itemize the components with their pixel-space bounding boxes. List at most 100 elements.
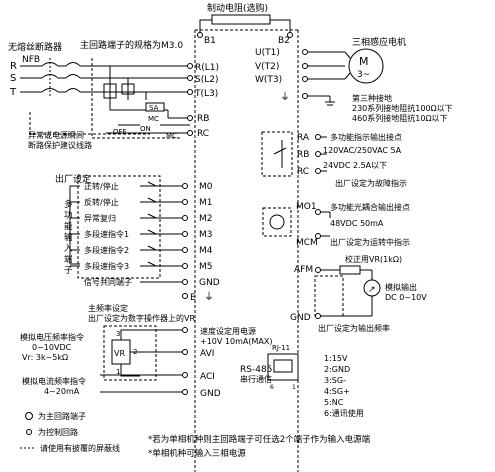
legend: 为主回路端子 为控制回路 请使用有披覆的屏蔽线 — [20, 411, 120, 453]
vr-box-label: VR — [114, 349, 125, 358]
label-off: OFF — [113, 128, 127, 136]
meter-needle-icon: ↗ — [368, 285, 376, 295]
di-terminal — [182, 231, 188, 237]
multi-func-char: 能 — [64, 221, 73, 232]
photo-coupler-symbol — [269, 214, 285, 230]
terminal-b2 — [287, 32, 293, 38]
afm-vr-label: 校正用VR(1kΩ) — [345, 254, 402, 264]
di-switch — [147, 197, 157, 203]
di-name: 正转/停止 — [84, 181, 119, 191]
analog-current-input: 模拟电流频率指令 4~20mA ACI GND — [22, 372, 221, 399]
label-avi: AVI — [200, 349, 214, 359]
analog-v-title: 模拟电压频率指令 — [20, 332, 84, 342]
analog-i-range: 4~20mA — [44, 387, 80, 396]
multi-func-char: 多 — [64, 199, 73, 210]
di-switch — [147, 181, 157, 187]
analog-v-spec-2: +10V 10mA(MAX) — [200, 337, 272, 346]
freq-line-2: 出厂设定为数字操作器上的VR — [88, 313, 195, 323]
breaker-section: 无熔丝断路器 NFB R S T 主回路端子的规格为M3.0 — [8, 39, 190, 98]
mains-r: R — [10, 61, 17, 72]
di-name: 多段速指令2 — [84, 245, 129, 255]
terminal-e — [182, 293, 188, 299]
di-terminal — [182, 247, 188, 253]
terminal-pos10v — [182, 327, 188, 333]
protection-label-1: 异常或电源瞬间 — [28, 130, 84, 140]
terminal-r-l1 — [187, 63, 193, 69]
rj11-jack — [267, 353, 299, 381]
terminal-w — [302, 76, 308, 82]
label-u: U(T1) — [255, 48, 280, 58]
terminal-rc — [315, 168, 321, 174]
terminal-ra — [315, 134, 321, 140]
rj11-pin-left: 6 — [270, 384, 274, 391]
ground-symbol-out: ⏚ — [280, 91, 290, 103]
rs485-port: RJ-11 6 1 RS-485 串行通信 1:15V2:GND3:SG-4:S… — [240, 344, 364, 418]
label-afm: AFM — [294, 265, 313, 275]
relay-note: 出厂设定为故障指示 — [335, 178, 407, 188]
terminal-u — [302, 49, 308, 55]
multi-func-char: 子 — [64, 266, 73, 276]
motor-symbol — [348, 48, 384, 84]
breaker-nfb: NFB — [22, 55, 40, 65]
inverter-box — [194, 29, 299, 472]
terminal-rb — [315, 151, 321, 157]
legend-shield: 请使用有披覆的屏蔽线 — [40, 443, 120, 453]
terminal-mo1 — [315, 209, 321, 215]
motor-m: M — [359, 55, 369, 68]
label-rb-main: RB — [197, 114, 209, 124]
protection-label-2: 断路保护建议线路 — [28, 140, 92, 150]
label-b2: B2 — [278, 36, 290, 46]
analog-v-spec-1: 速度设定用电源 — [200, 326, 256, 336]
di-terminal — [182, 263, 188, 269]
di-terminal — [182, 199, 188, 205]
terminal-ground — [302, 93, 308, 99]
di-terminal — [182, 215, 188, 221]
factory-label: 出厂设定 — [55, 173, 91, 185]
terminal-aci — [182, 372, 188, 378]
terminal-b1 — [197, 32, 203, 38]
label-ra: RA — [297, 133, 310, 143]
rs485-pin: 4:SG+ — [324, 387, 350, 396]
terminal-afm-gnd — [315, 313, 321, 319]
di-name: 多段速指令3 — [84, 261, 129, 271]
input-terminals: R(L1) S(L2) T(L3) — [187, 63, 219, 99]
rs485-title: RS-485 — [240, 365, 272, 375]
label-e: E — [190, 293, 196, 303]
multi-func-char: 功 — [64, 210, 73, 221]
terminal-s-l2 — [187, 75, 193, 81]
photo-coupler-output: MO1 多功能光耦合输出接点 48VDC 50mA MCM 出厂设定为运转中指示 — [262, 202, 410, 248]
relay-spec-2: 24VDC 2.5A以下 — [323, 161, 387, 170]
motor-title: 三相感应电机 — [352, 36, 406, 48]
mains-s: S — [10, 73, 16, 84]
label-rc-main: RC — [197, 129, 209, 139]
rs485-pin: 6:通讯使用 — [324, 408, 364, 418]
brake-title: 制动电阻(选购) — [207, 2, 268, 14]
analog-i-title: 模拟电流频率指令 — [22, 376, 86, 386]
label-mo1: MO1 — [296, 202, 317, 212]
terminal-t-l3 — [187, 89, 193, 95]
di-name: 反转/停止 — [84, 197, 119, 207]
freq-line-1: 主频率设定 — [88, 303, 128, 313]
di-switch — [147, 213, 157, 219]
di-switch — [147, 229, 157, 235]
vr-pin-3: 3 — [116, 330, 120, 338]
output-terminals: U(T1) V(T2) W(T3) M 3~ 三相感应电机 ⏚ 第三种接地 23… — [255, 36, 453, 123]
label-mcm: MCM — [296, 238, 318, 248]
ground-line2: 460系列接地阻抗10Ω以下 — [352, 113, 448, 123]
label-s-l2: S(L2) — [195, 75, 218, 85]
terminal-mcm — [315, 233, 321, 239]
relay-title: 多功能指示输出接点 — [330, 132, 402, 142]
rj11-pin-right: 1 — [292, 384, 296, 391]
multi-func-char: 输 — [64, 232, 73, 243]
photo-note: 出厂设定为运转中指示 — [330, 237, 410, 247]
di-switch — [147, 261, 157, 267]
di-terminal — [182, 183, 188, 189]
notes: *若为单相机种则主回路端子可任选2个端子作为输入电源端 *单相机种可输入三相电源 — [148, 434, 371, 459]
di-name: 异常复归 — [84, 213, 116, 223]
di-term-label: M5 — [199, 262, 213, 272]
